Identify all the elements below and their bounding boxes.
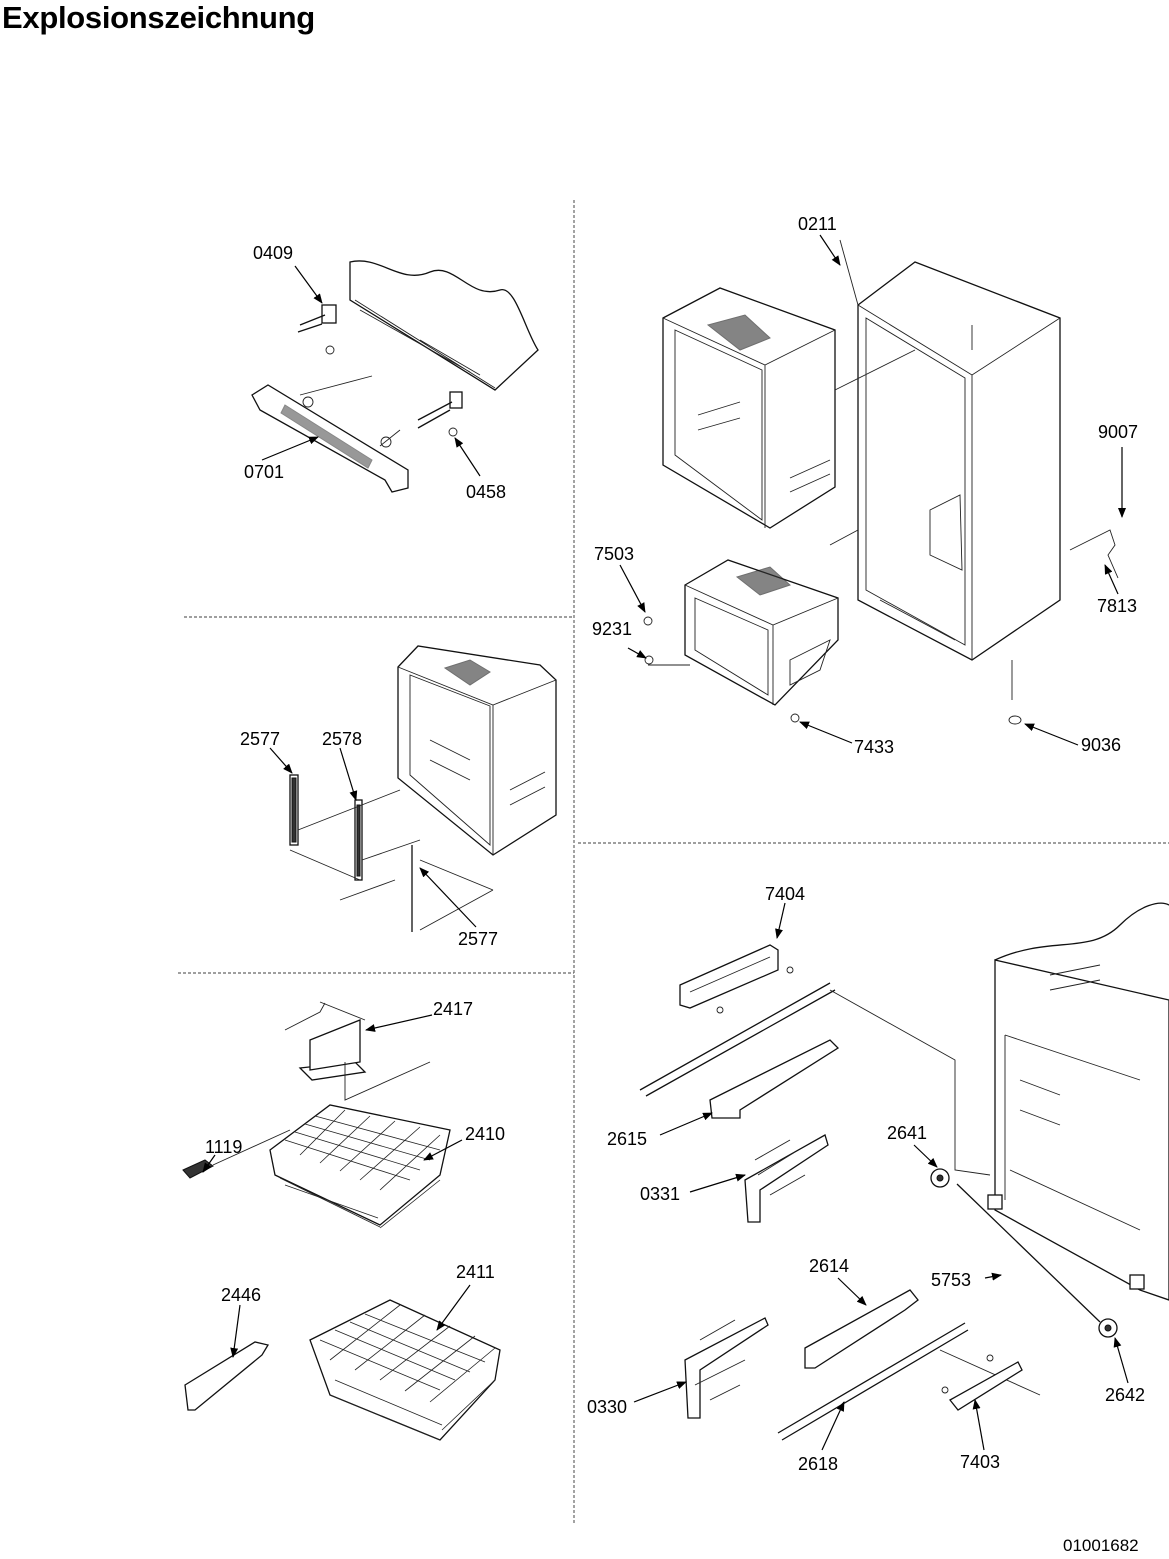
part-label-2618: 2618: [798, 1454, 838, 1474]
part-label-7403: 7403: [960, 1452, 1000, 1472]
part-label-2577-right: 2577: [458, 929, 498, 949]
part-label-2577-left: 2577: [240, 729, 280, 749]
part-label-9036: 9036: [1081, 735, 1121, 755]
part-label-7404: 7404: [765, 884, 805, 904]
part-label-0409: 0409: [253, 243, 293, 263]
liner-with-rails-drawing: [269, 645, 557, 932]
part-label-9007: 9007: [1098, 422, 1138, 442]
part-label-7433: 7433: [854, 737, 894, 757]
cabinet-and-liners-drawing: [619, 234, 1126, 746]
part-label-7813: 7813: [1097, 596, 1137, 616]
part-label-2578: 2578: [322, 729, 362, 749]
part-label-0458: 0458: [466, 482, 506, 502]
drawer-slides-drawing: [633, 902, 1169, 1451]
page-title: Explosionszeichnung: [2, 0, 315, 35]
part-label-0211: 0211: [798, 214, 837, 234]
part-label-7503: 7503: [594, 544, 634, 564]
section-dividers: [178, 200, 1169, 1525]
part-label-0330: 0330: [587, 1397, 627, 1417]
part-label-2614: 2614: [809, 1256, 849, 1276]
part-label-2410: 2410: [465, 1124, 505, 1144]
part-label-5753: 5753: [931, 1270, 971, 1290]
part-label-2615: 2615: [607, 1129, 647, 1149]
part-label-2641: 2641: [887, 1123, 927, 1143]
baskets-drawing: [182, 1001, 501, 1441]
part-label-9231: 9231: [592, 619, 632, 639]
part-label-0701: 0701: [244, 462, 284, 482]
part-label-1119: 1119: [205, 1137, 242, 1157]
part-label-2446: 2446: [221, 1285, 261, 1305]
part-label-2642: 2642: [1105, 1385, 1145, 1405]
part-label-2411: 2411: [456, 1262, 495, 1282]
part-label-0331: 0331: [640, 1184, 680, 1204]
handle-assembly-drawing: [251, 260, 539, 493]
part-label-2417: 2417: [433, 999, 473, 1019]
drawing-number: 01001682: [1063, 1536, 1139, 1555]
